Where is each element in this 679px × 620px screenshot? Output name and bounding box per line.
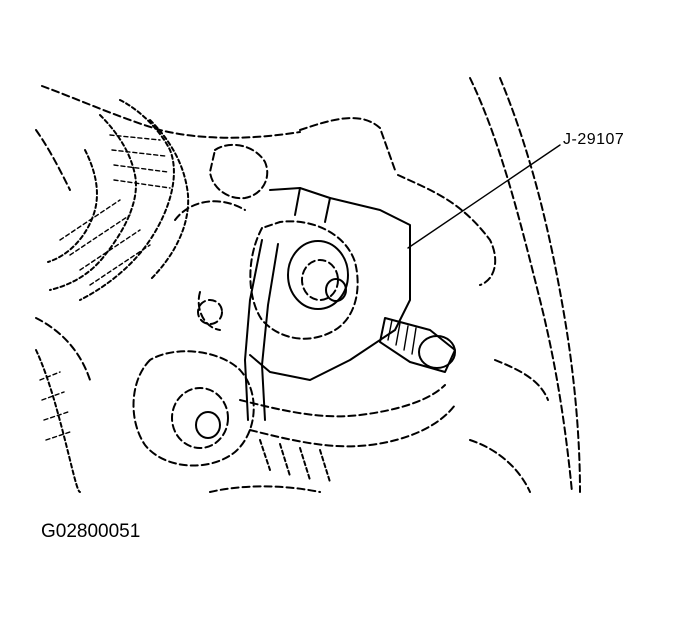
- tool-bracket: [249, 187, 411, 381]
- callout-leader: [407, 144, 561, 249]
- arm-linkage: [197, 239, 279, 421]
- lower-assembly: [132, 350, 456, 493]
- housing-outline: [35, 77, 581, 493]
- tool-callout-label: J-29107: [563, 131, 625, 148]
- left-edge-detail: [35, 349, 81, 493]
- upper-fitting: [174, 143, 269, 221]
- threaded-bolt: [379, 317, 456, 373]
- hose-bundle: [47, 99, 190, 301]
- figure-id-label: G02800051: [41, 521, 141, 542]
